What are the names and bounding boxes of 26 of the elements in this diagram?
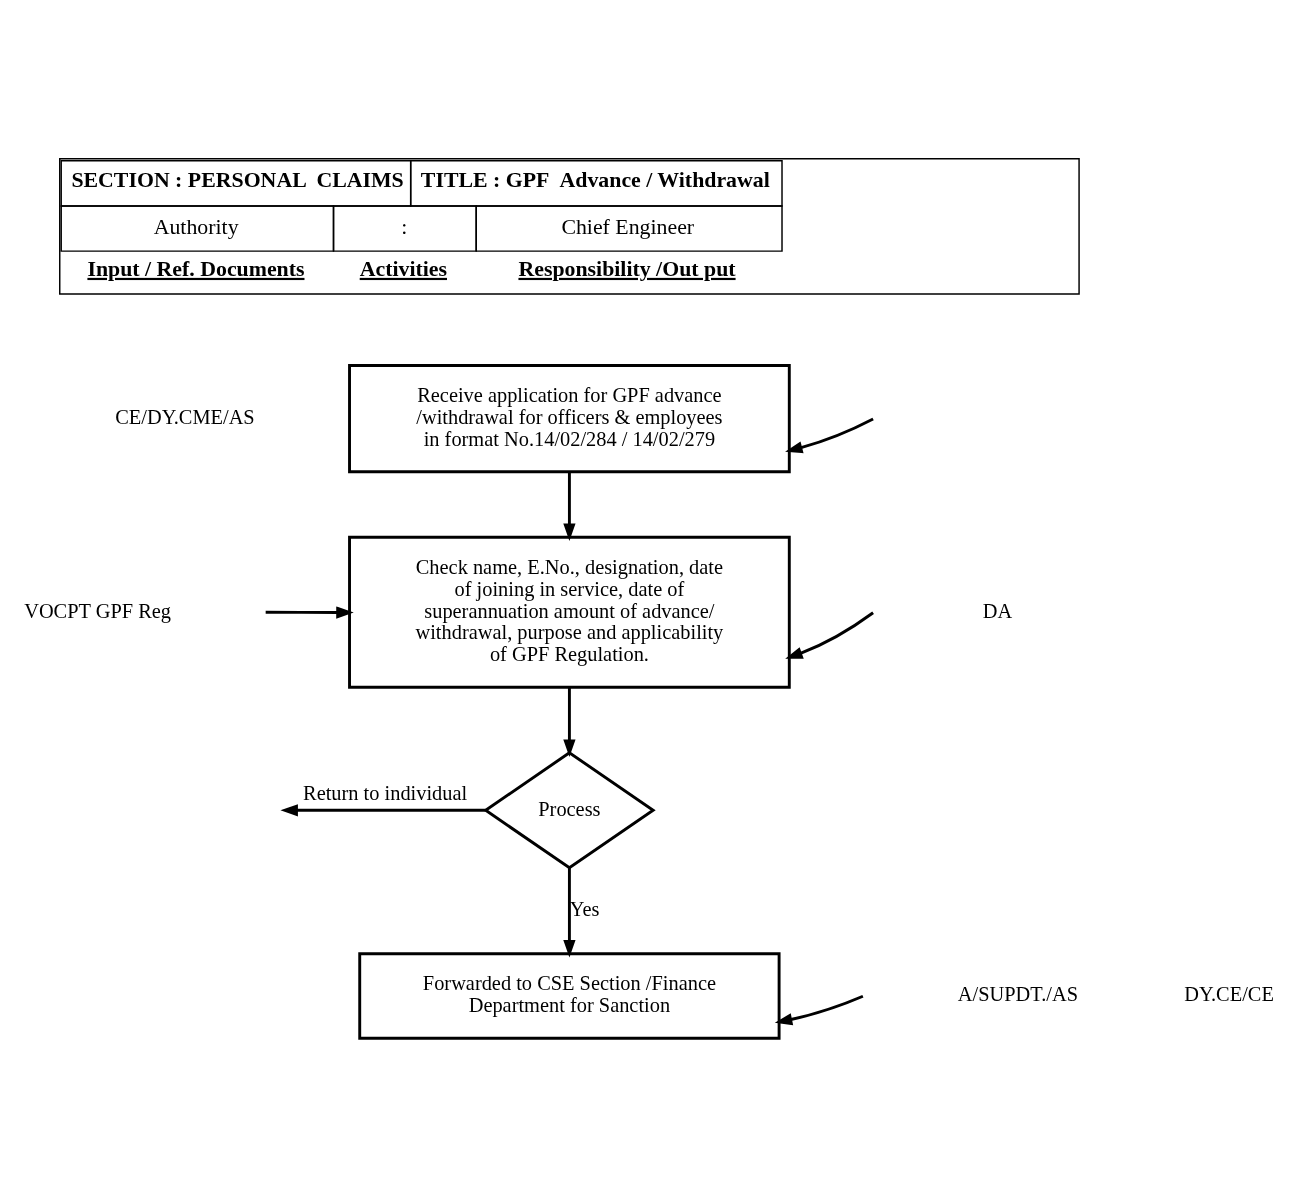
label: SECTION : PERSONAL CLAIMS xyxy=(71,167,404,192)
node-box: Check name, E.No., designation, date of joining in service, date of superannuation amount of advance/ withdrawal, purpose and applicability of GPF Regulation. xyxy=(348,535,791,689)
edge-label: Return to individual xyxy=(303,781,468,804)
label: Authority xyxy=(153,214,239,239)
node-diamond: Process xyxy=(483,750,656,870)
arrow xyxy=(563,686,576,757)
label: VOCPT GPF Reg xyxy=(24,599,172,622)
arrow xyxy=(563,867,576,958)
arrow xyxy=(785,417,874,453)
label: Chief Engineer xyxy=(561,214,695,239)
arrow xyxy=(265,605,354,619)
arrow xyxy=(774,994,864,1025)
label: A/SUPDT./AS xyxy=(957,982,1079,1005)
arrow xyxy=(785,611,874,659)
label: : xyxy=(401,214,408,239)
label: Activities xyxy=(359,256,447,281)
arrow xyxy=(563,471,576,541)
label: CE/DY.CME/AS xyxy=(115,405,255,428)
label: DA xyxy=(982,599,1013,622)
node-box: Forwarded to CSE Section /Finance Department for Sanction xyxy=(358,951,781,1040)
label: Responsibility /Out put xyxy=(518,256,736,281)
arrow xyxy=(280,803,486,816)
label: Input / Ref. Documents xyxy=(87,256,305,281)
node-box: Receive application for GPF advance /withdrawal for officers & employees in format No.14/02/284 / 14/02/279 xyxy=(348,363,791,473)
label: DY.CE/CE xyxy=(1184,982,1274,1005)
label: TITLE : GPF Advance / Withdrawal xyxy=(420,167,770,192)
